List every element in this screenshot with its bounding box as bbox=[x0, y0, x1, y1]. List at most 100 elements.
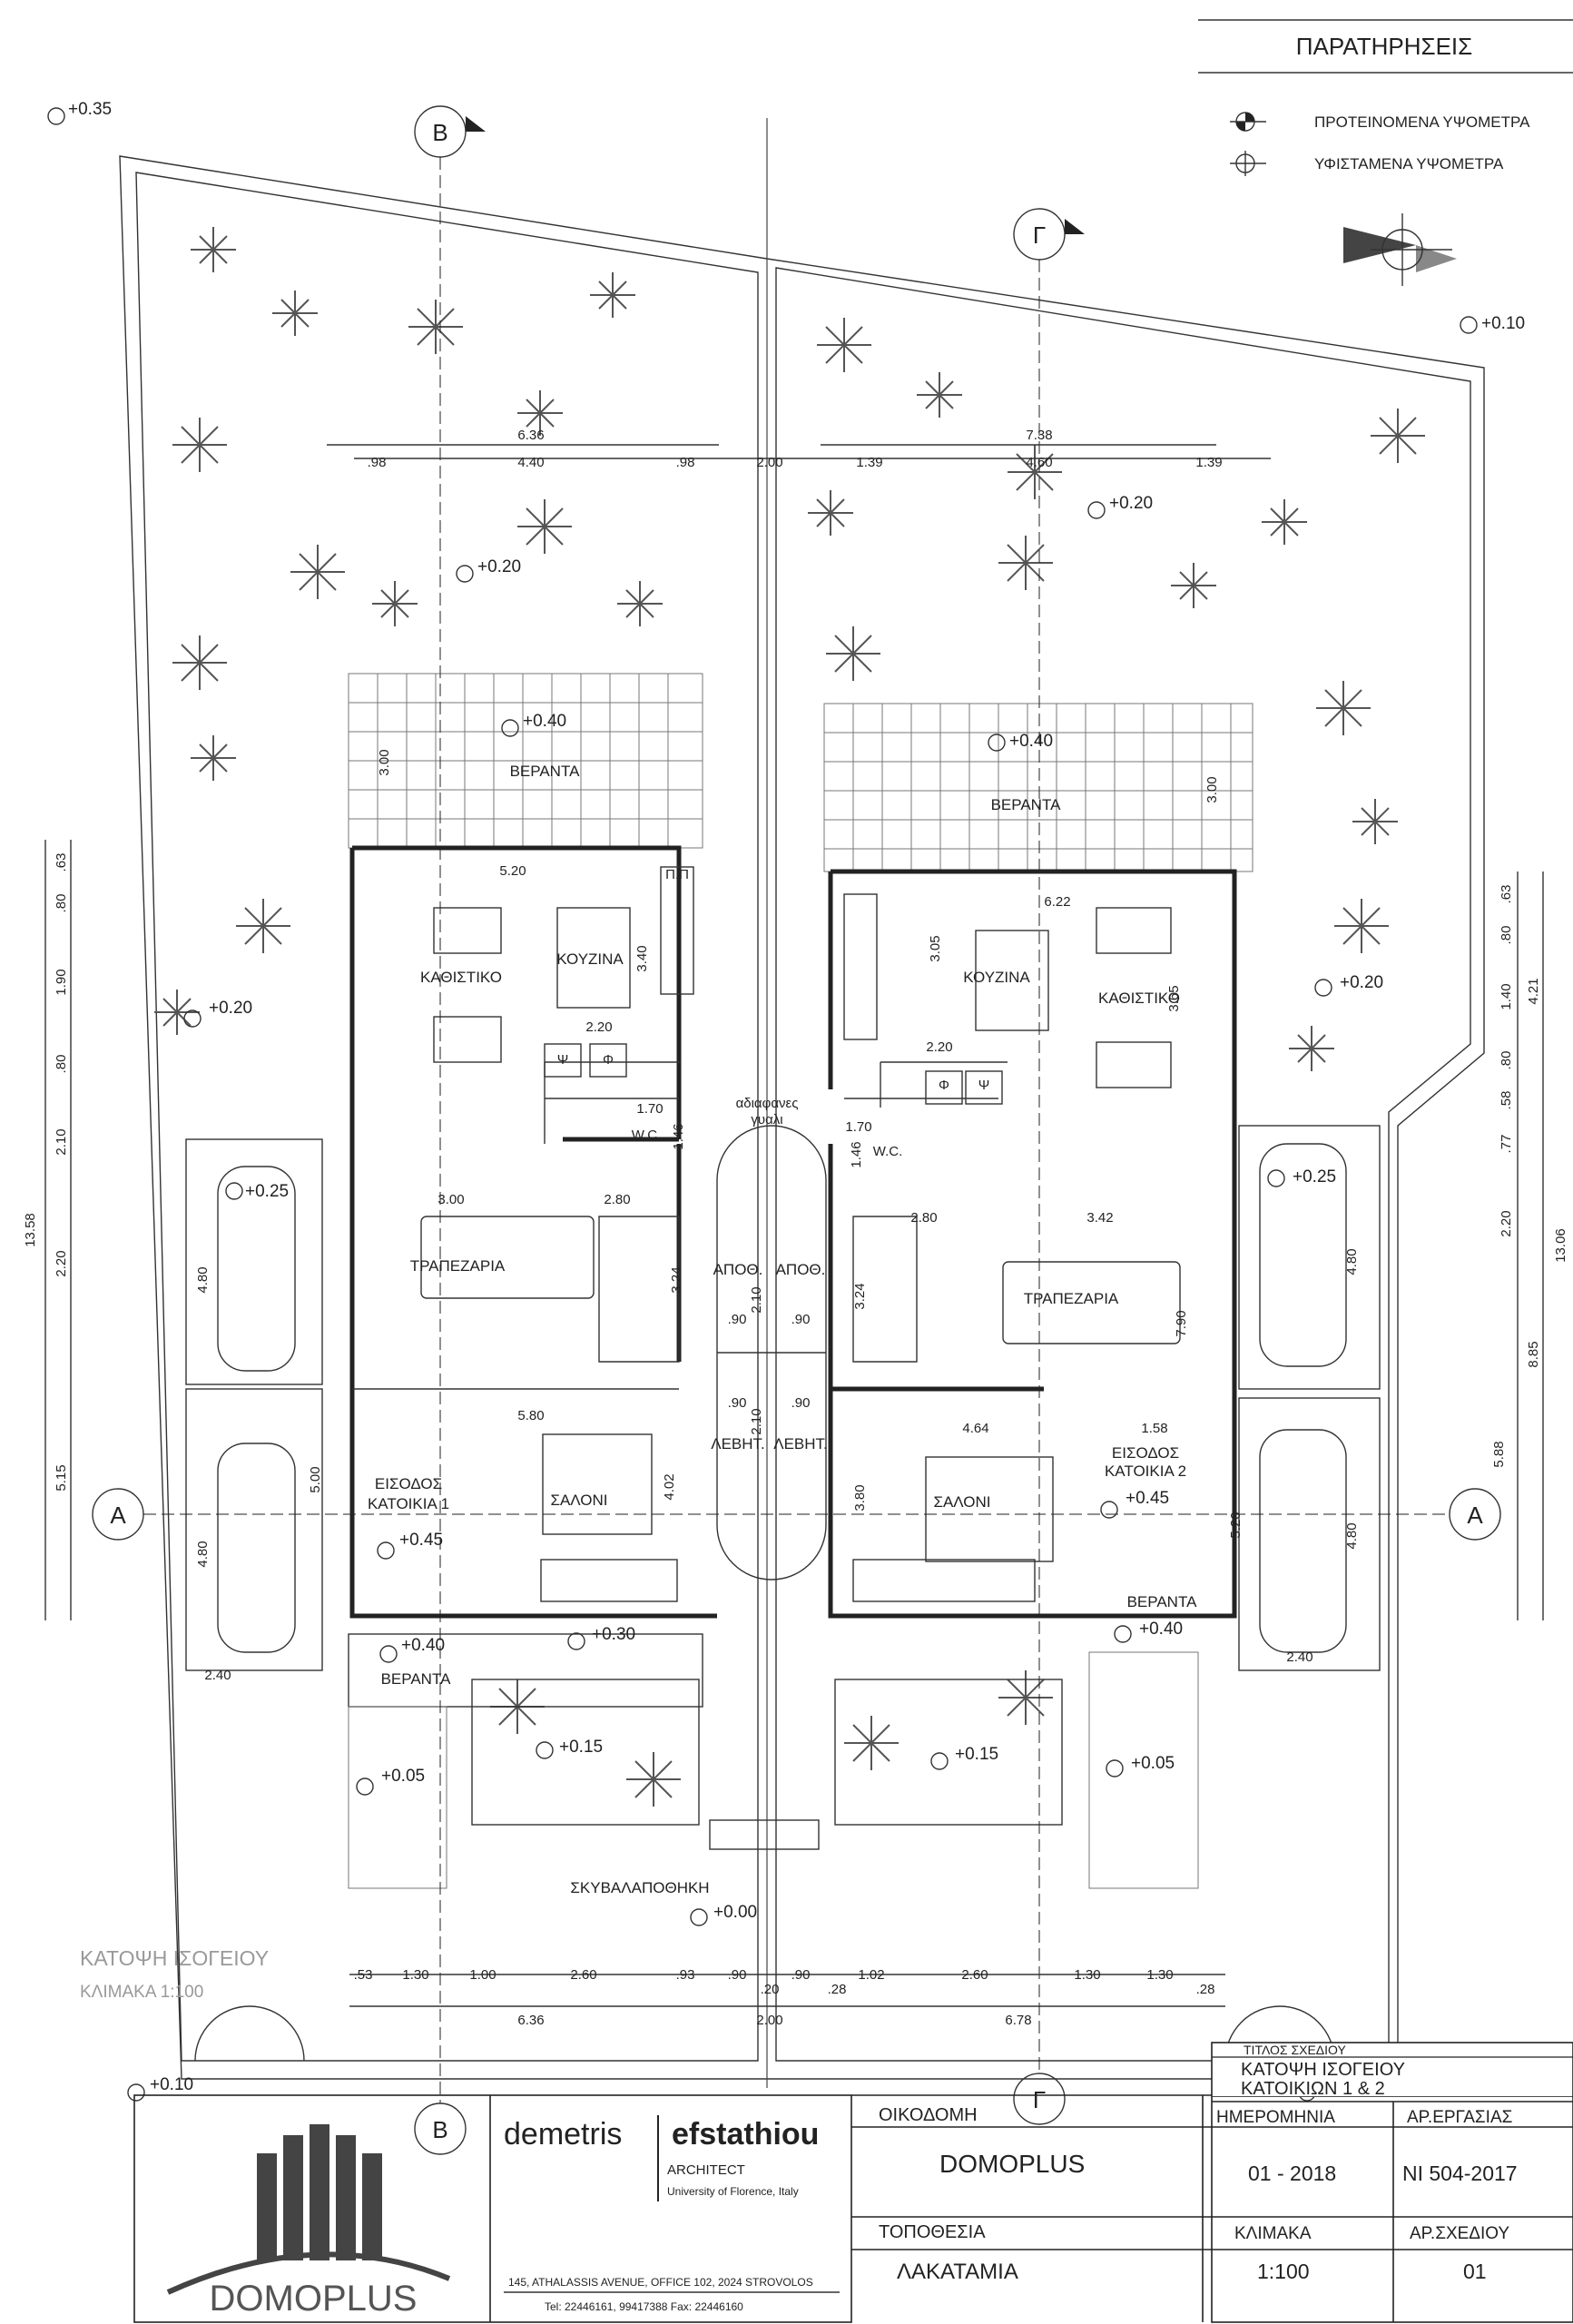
entrance-1-house: ΚΑΤΟΙΚΙΑ 1 bbox=[368, 1495, 449, 1512]
existing-level-icon bbox=[47, 107, 65, 125]
salon-sofa-2 bbox=[852, 1559, 1036, 1602]
logo-text: DOMOPLUS bbox=[210, 2279, 418, 2319]
dim-s464: 4.64 bbox=[962, 1421, 988, 1436]
job-value: ΝΙ 504-2017 bbox=[1402, 2162, 1518, 2185]
stairs-2 bbox=[852, 1216, 918, 1363]
dim-top-left-total: 6.36 bbox=[517, 428, 544, 443]
level-0-10-bottomleft: +0.10 bbox=[150, 2075, 193, 2094]
dim-rv-885: 8.85 bbox=[1526, 1341, 1541, 1367]
dim-b9: .28 bbox=[828, 1982, 847, 1997]
dim-p480a: 4.80 bbox=[195, 1266, 211, 1293]
oven-2-label: Φ bbox=[939, 1078, 949, 1093]
dim-lv1: .63 bbox=[54, 853, 69, 872]
proposed-level-icon bbox=[1100, 1501, 1118, 1519]
proposed-level-icon bbox=[501, 719, 519, 737]
dim-lv3: 1.90 bbox=[54, 969, 69, 995]
dim-s402: 4.02 bbox=[662, 1473, 677, 1500]
room-veranda-entry-2: ΒΕΡΑΝΤΑ bbox=[1127, 1593, 1197, 1610]
proposed-level-icon bbox=[567, 1632, 585, 1650]
architect-last-name: efstathiou bbox=[672, 2117, 819, 2152]
top-dimensions: 6.36 7.38 .98 4.40 .98 2.00 1.39 4.60 1.… bbox=[327, 428, 1271, 470]
plot-right bbox=[775, 267, 1471, 2062]
level-0-45-entry-1: +0.45 bbox=[399, 1531, 443, 1550]
level-0-15-garden-2: +0.15 bbox=[955, 1745, 998, 1764]
oven-1-label: Φ bbox=[603, 1052, 614, 1068]
dim-s790: 7.90 bbox=[1174, 1310, 1189, 1336]
level-0-40-entry-2: +0.40 bbox=[1139, 1620, 1183, 1639]
dim-tr2: 4.60 bbox=[1026, 455, 1052, 470]
level-0-00-center: +0.00 bbox=[713, 1903, 757, 1922]
garden-1 bbox=[471, 1679, 700, 1826]
job-label: ΑΡ.ΕΡΓΑΣΙΑΣ bbox=[1407, 2108, 1512, 2127]
section-markers: Β Γ Β Γ Α Α bbox=[92, 105, 1501, 2155]
dim-v300a: 3.00 bbox=[377, 749, 392, 775]
dim-c90d: .90 bbox=[791, 1395, 811, 1411]
dim-s158: 1.58 bbox=[1141, 1421, 1167, 1436]
existing-level-icon bbox=[1460, 316, 1478, 334]
dim-b4: 2.60 bbox=[570, 1967, 596, 1983]
dim-w520: 5.20 bbox=[499, 863, 526, 879]
dim-rv-588: 5.88 bbox=[1491, 1441, 1507, 1467]
architect-first-name: demetris bbox=[504, 2117, 622, 2152]
opaque-glass-1: αδιαφανες bbox=[736, 1096, 799, 1111]
opaque-glass-2: γυαλι bbox=[751, 1112, 782, 1128]
room-salon-2: ΣΑΛΟΝΙ bbox=[933, 1493, 990, 1511]
dim-rv-421: 4.21 bbox=[1526, 978, 1541, 1004]
room-labels: ΒΕΡΑΝΤΑ ΒΕΡΑΝΤΑ ΚΑΘΙΣΤΙΚΟ ΚΟΥΖΙΝΑ ΚΟΥΖΙΝ… bbox=[368, 763, 1197, 1896]
dim-b14: .28 bbox=[1196, 1982, 1215, 1997]
dim-h146a: 1.46 bbox=[671, 1123, 686, 1149]
dim-h146b: 1.46 bbox=[849, 1141, 864, 1167]
dim-lv7: 5.15 bbox=[54, 1464, 69, 1491]
dim-bot-right: 6.78 bbox=[1005, 2013, 1031, 2028]
room-wc-1: W.C. bbox=[632, 1128, 662, 1143]
dim-b7: .20 bbox=[761, 1982, 780, 1997]
dim-p480c: 4.80 bbox=[1344, 1248, 1360, 1275]
proposed-level-icon bbox=[1314, 979, 1332, 997]
veranda-2-paving bbox=[823, 703, 1253, 872]
proposed-level-icon bbox=[356, 1777, 374, 1796]
level-0-20-garden-1: +0.20 bbox=[477, 557, 521, 576]
dim-b2: 1.30 bbox=[402, 1967, 428, 1983]
entrance-2-house: ΚΑΤΟΙΚΙΑ 2 bbox=[1105, 1462, 1186, 1480]
parking-bay-1a bbox=[185, 1138, 323, 1385]
legend: ΠΡΟΤΕΙΝΟΜΕΝΑ ΥΨΟΜΕΤΡΑ ΥΦΙΣΤΑΜΕΝΑ ΥΨΟΜΕΤΡ… bbox=[1230, 112, 1530, 176]
salon-table-1 bbox=[542, 1433, 653, 1535]
dim-b3: 1.00 bbox=[469, 1967, 496, 1983]
plot-left bbox=[135, 172, 759, 2062]
plan-scale: ΚΛΙΜΑΚΑ 1:100 bbox=[80, 1983, 203, 2002]
room-dining-1: ΤΡΑΠΕΖΑΡΙΑ bbox=[410, 1257, 506, 1275]
sheet-label: ΑΡ.ΣΧΕΔΙΟΥ bbox=[1410, 2224, 1509, 2243]
scale-value: 1:100 bbox=[1257, 2260, 1310, 2283]
dim-lv-total: 13.58 bbox=[23, 1213, 38, 1247]
existing-level-icon bbox=[127, 2083, 145, 2102]
parking-dimensions: 4.80 4.80 5.00 2.40 4.80 4.80 5.20 2.40 bbox=[195, 1248, 1360, 1683]
entry-stairs-2 bbox=[1088, 1651, 1199, 1889]
sofa-2b bbox=[1096, 1041, 1172, 1088]
proposed-level-icon bbox=[1267, 1169, 1285, 1187]
room-bin-store: ΣΚΥΒΑΛΑΠΟΘΗΚΗ bbox=[570, 1879, 709, 1896]
level-0-20-left: +0.20 bbox=[209, 999, 252, 1018]
legend-existing: ΥΦΙΣΤΑΜΕΝΑ ΥΨΟΜΕΤΡΑ bbox=[1314, 155, 1504, 172]
proposed-level-icon bbox=[930, 1752, 949, 1770]
room-living-2: ΚΑΘΙΣΤΙΚΟ bbox=[1098, 990, 1180, 1007]
architect-address: 145, ATHALASSIS AVENUE, OFFICE 102, 2024… bbox=[508, 2276, 813, 2289]
dim-b8: .90 bbox=[791, 1967, 811, 1983]
dim-b1: .53 bbox=[354, 1967, 373, 1983]
shared-core bbox=[709, 1125, 827, 1850]
level-0-35: +0.35 bbox=[68, 100, 112, 119]
room-kitchen-1: ΚΟΥΖΙΝΑ bbox=[556, 950, 624, 968]
entry-stairs-1 bbox=[348, 1706, 447, 1889]
kitchen-counter-2 bbox=[843, 893, 878, 1040]
dim-rv6: .77 bbox=[1499, 1135, 1514, 1154]
dim-d300: 3.00 bbox=[437, 1192, 464, 1207]
dim-p500: 5.00 bbox=[308, 1466, 323, 1492]
architect-phones: Tel: 22446161, 99417388 Fax: 22446160 bbox=[545, 2300, 743, 2313]
dim-tr1: 1.39 bbox=[856, 455, 882, 470]
room-veranda-top-2: ΒΕΡΑΝΤΑ bbox=[991, 796, 1061, 813]
dim-d342: 3.42 bbox=[1086, 1210, 1113, 1226]
parking-bay-2b bbox=[1238, 1397, 1381, 1671]
dim-b6: .90 bbox=[728, 1967, 747, 1983]
building-value: DOMOPLUS bbox=[939, 2150, 1085, 2178]
date-label: ΗΜΕΡΟΜΗΝΙΑ bbox=[1216, 2108, 1335, 2127]
